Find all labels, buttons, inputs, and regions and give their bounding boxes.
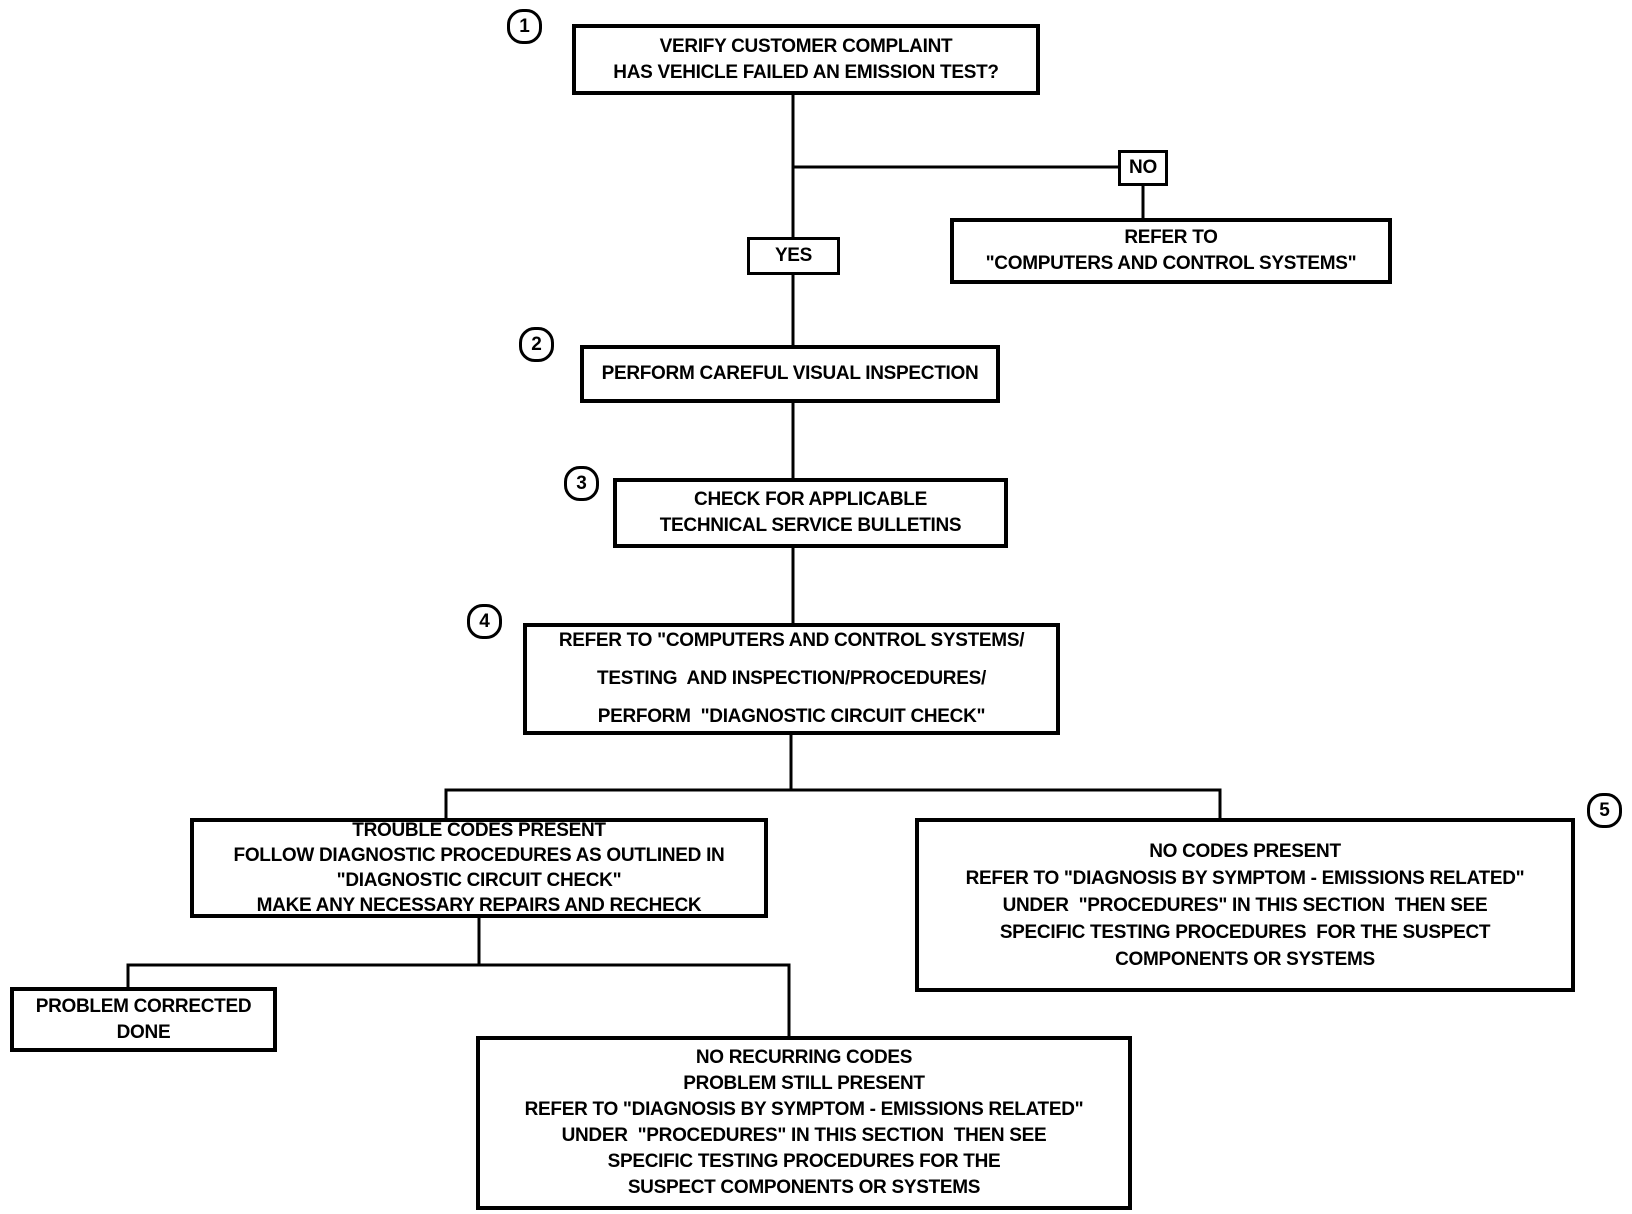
node-no-label: NO bbox=[1118, 150, 1168, 186]
step-badge-2: 2 bbox=[519, 327, 554, 362]
node-verify-customer-complaint-text: VERIFY CUSTOMER COMPLAINT HAS VEHICLE FA… bbox=[613, 35, 999, 83]
node-technical-service-bulletins-text: CHECK FOR APPLICABLE TECHNICAL SERVICE B… bbox=[659, 489, 962, 536]
step-badge-3-number: 3 bbox=[576, 472, 587, 494]
node-refer-computers-control-systems: REFER TO "COMPUTERS AND CONTROL SYSTEMS" bbox=[950, 218, 1392, 284]
node-no-recurring-codes-text: NO RECURRING CODES PROBLEM STILL PRESENT… bbox=[524, 1047, 1084, 1198]
step-badge-1-number: 1 bbox=[519, 15, 530, 37]
node-refer-computers-control-systems-text: REFER TO "COMPUTERS AND CONTROL SYSTEMS" bbox=[985, 227, 1357, 274]
step-badge-3: 3 bbox=[564, 466, 599, 501]
connector-paths bbox=[126, 93, 1222, 1038]
node-trouble-codes-present: TROUBLE CODES PRESENT FOLLOW DIAGNOSTIC … bbox=[190, 818, 768, 918]
node-diagnostic-circuit-check-text: REFER TO "COMPUTERS AND CONTROL SYSTEMS/… bbox=[558, 630, 1025, 727]
node-diagnostic-circuit-check: REFER TO "COMPUTERS AND CONTROL SYSTEMS/… bbox=[523, 623, 1060, 735]
step-badge-4: 4 bbox=[467, 604, 502, 639]
node-problem-corrected-done-text: PROBLEM CORRECTED DONE bbox=[35, 995, 252, 1043]
node-no-recurring-codes: NO RECURRING CODES PROBLEM STILL PRESENT… bbox=[476, 1036, 1132, 1210]
step-badge-2-number: 2 bbox=[531, 333, 542, 355]
node-no-label-text: NO bbox=[1129, 157, 1157, 178]
node-verify-customer-complaint: VERIFY CUSTOMER COMPLAINT HAS VEHICLE FA… bbox=[572, 24, 1040, 95]
step-badge-5: 5 bbox=[1587, 793, 1622, 828]
step-badge-1: 1 bbox=[507, 9, 542, 44]
node-yes-label-text: YES bbox=[774, 245, 813, 266]
node-no-codes-present-text: NO CODES PRESENT REFER TO "DIAGNOSIS BY … bbox=[965, 840, 1525, 970]
node-yes-label: YES bbox=[747, 237, 840, 275]
node-technical-service-bulletins: CHECK FOR APPLICABLE TECHNICAL SERVICE B… bbox=[613, 478, 1008, 548]
node-visual-inspection: PERFORM CAREFUL VISUAL INSPECTION bbox=[580, 345, 1000, 403]
node-trouble-codes-present-text: TROUBLE CODES PRESENT FOLLOW DIAGNOSTIC … bbox=[233, 820, 725, 916]
node-no-codes-present: NO CODES PRESENT REFER TO "DIAGNOSIS BY … bbox=[915, 818, 1575, 992]
node-visual-inspection-text: PERFORM CAREFUL VISUAL INSPECTION bbox=[601, 363, 979, 384]
step-badge-4-number: 4 bbox=[479, 610, 490, 632]
node-problem-corrected-done: PROBLEM CORRECTED DONE bbox=[10, 987, 277, 1052]
step-badge-5-number: 5 bbox=[1599, 799, 1610, 821]
